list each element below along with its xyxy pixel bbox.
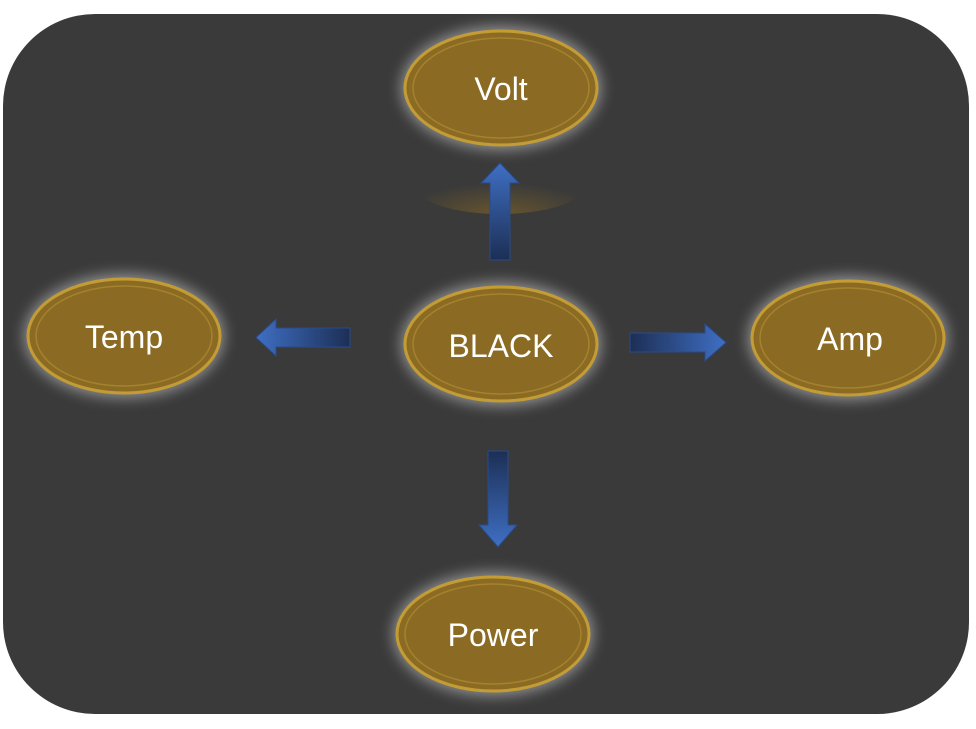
node-power-label: Power xyxy=(448,617,539,653)
arrow-left-to-temp xyxy=(255,317,351,358)
node-amp: Amp xyxy=(748,276,948,400)
arrow-up-to-volt xyxy=(479,162,521,261)
node-temp-label: Temp xyxy=(85,319,163,355)
node-volt: Volt xyxy=(401,26,601,150)
node-volt-label: Volt xyxy=(474,71,527,107)
node-temp: Temp xyxy=(24,274,224,398)
node-black: BLACK xyxy=(401,282,601,406)
node-amp-label: Amp xyxy=(817,321,883,357)
node-power: Power xyxy=(393,572,593,696)
node-black-label: BLACK xyxy=(449,328,554,364)
arrow-right-to-amp xyxy=(629,322,727,363)
arrow-down-to-power xyxy=(477,450,519,548)
